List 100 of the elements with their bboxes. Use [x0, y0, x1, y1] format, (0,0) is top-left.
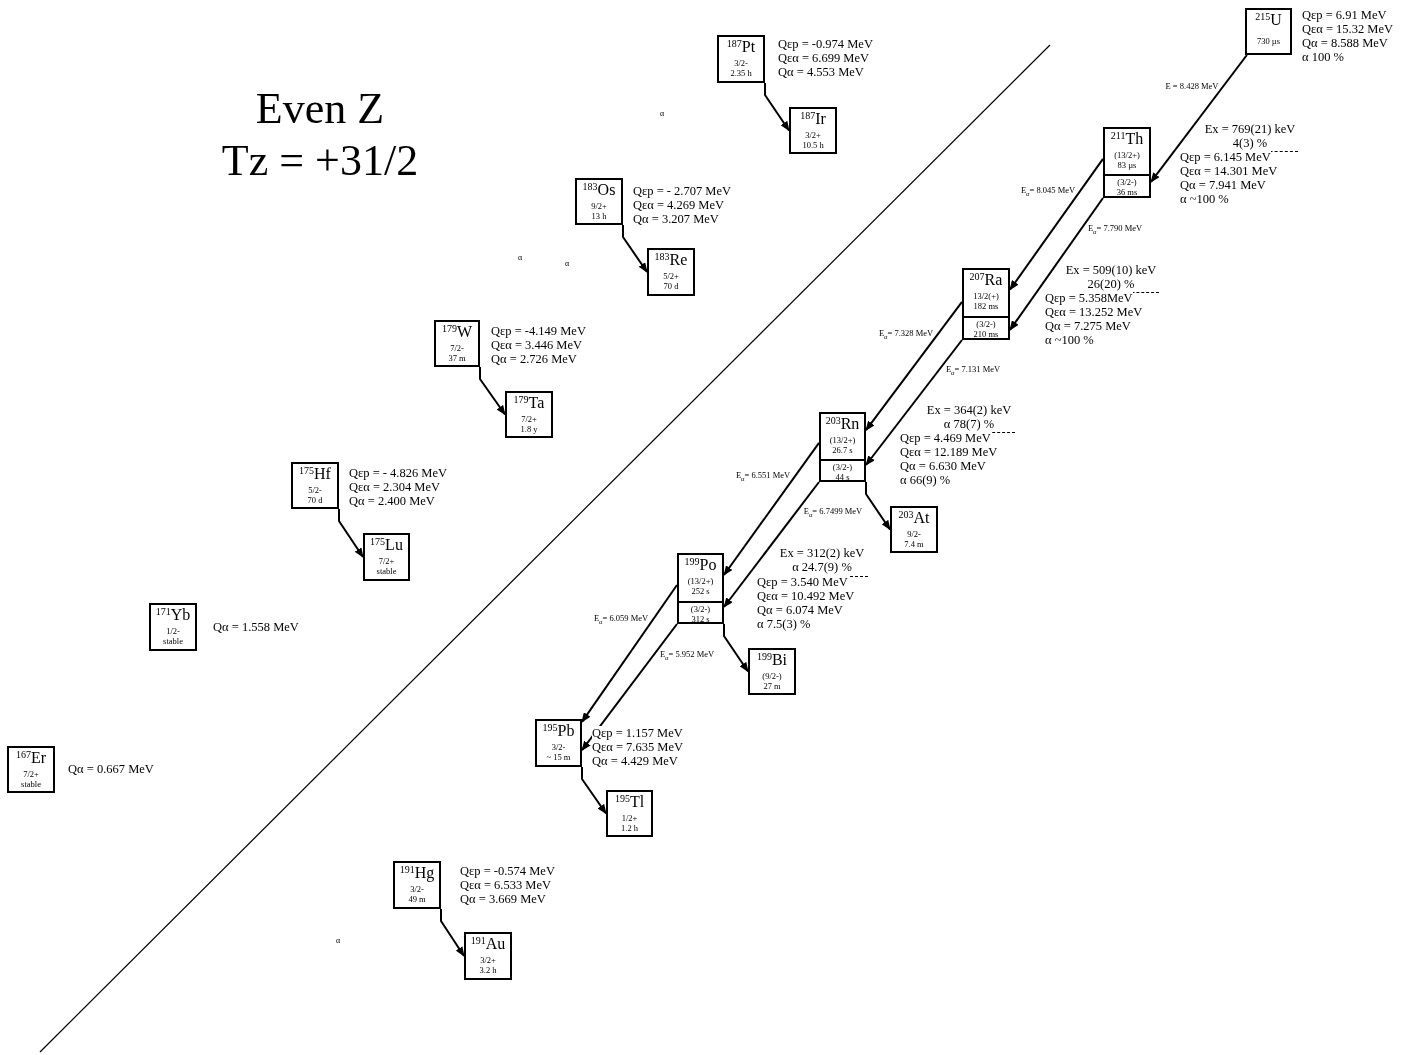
state-label: 49 m — [408, 894, 426, 904]
q-value-text: Qεα = 14.301 MeV — [1180, 164, 1278, 178]
q-value-text: Qα = 0.667 MeV — [68, 762, 154, 776]
state-label: 3/2+ — [805, 130, 821, 140]
state-label: 3/2- — [734, 58, 748, 68]
nuclide-box — [606, 790, 653, 837]
q-value-text: Qεp = 6.91 MeV — [1302, 8, 1387, 22]
state-label: 3/2- — [410, 884, 424, 894]
nuclide-label: $^{195}$Pb — [542, 722, 575, 739]
q-value-text: Qεp = 1.157 MeV — [592, 726, 683, 740]
state-label: stable — [376, 566, 397, 576]
edge-label: E$_{α}$= 6.7499 MeV — [803, 506, 863, 516]
nuclide-label: $^{167}$Er — [15, 749, 47, 766]
state-label: 9/2- — [907, 529, 921, 539]
state-label: 3/2+ — [480, 955, 496, 965]
q-value-text: Qα = 3.669 MeV — [460, 892, 546, 906]
q-value-text: Qεp = -0.974 MeV — [778, 37, 873, 51]
q-value-text: Qα = 6.630 MeV — [900, 459, 986, 473]
nuclide-label: $^{191}$Au — [470, 935, 506, 952]
alpha-mark: α — [659, 108, 665, 118]
decay-arrow — [622, 224, 648, 273]
q-value-text: Qεα = 6.533 MeV — [460, 878, 552, 892]
heading-text: Tz = +31/2 — [221, 134, 419, 186]
state-label: ~ 15 m — [546, 752, 571, 762]
edge-label: E$_{α}$= 5.952 MeV — [659, 649, 715, 659]
state-label: 44 s — [835, 472, 850, 482]
state-label: 2.35 h — [730, 68, 752, 78]
q-value-text: Qα = 8.588 MeV — [1302, 36, 1388, 50]
state-label: stable — [21, 779, 41, 789]
state-label: 7/2+ — [378, 556, 395, 566]
decay-arrow — [1009, 197, 1104, 331]
state-label: (13/2+) — [829, 435, 856, 445]
nuclide-box — [789, 107, 837, 154]
decay-data-text: α 78(7) % — [943, 417, 995, 431]
q-value-text: Qα = 7.941 MeV — [1180, 178, 1266, 192]
q-value-text: Qεα = 10.492 MeV — [757, 589, 855, 603]
nuclide-label: $^{203}$At — [898, 509, 930, 526]
nuclide-box — [291, 462, 339, 509]
state-label: 1/2- — [166, 626, 180, 636]
nuclide-label: $^{171}$Yb — [155, 606, 191, 623]
nuclide-label: $^{207}$Ra — [969, 271, 1003, 288]
edge-label: E$_{α}$= 7.790 MeV — [1087, 223, 1143, 233]
q-value-text: Qεα = 3.446 MeV — [491, 338, 583, 352]
decay-arrow — [338, 508, 364, 558]
state-label: (3/2-) — [976, 319, 996, 329]
state-label: 26.7 s — [832, 445, 853, 455]
state-label: (13/2+) — [687, 576, 714, 586]
nuclide-box — [7, 746, 55, 793]
decay-data-text: Ex = 769(21) keV — [1204, 122, 1296, 136]
q-value-text: Qεp = -0.574 MeV — [460, 864, 555, 878]
state-label: 10.5 h — [802, 140, 824, 150]
nuclide-box — [505, 391, 553, 438]
q-value-text: Qεp = - 2.707 MeV — [633, 184, 732, 198]
q-value-text: Qεp = 3.540 MeV — [757, 575, 848, 589]
nuclide-box — [962, 268, 1010, 340]
state-label: stable — [163, 636, 183, 646]
decay-arrow — [581, 623, 678, 752]
q-value-text: Qεα = 2.304 MeV — [349, 480, 441, 494]
isomer-state-box — [819, 459, 866, 482]
q-value-text: α ~100 % — [1045, 333, 1094, 347]
isomer-state-box — [962, 316, 1010, 340]
heading-text: Even Z — [255, 82, 385, 134]
state-label: 5/2- — [308, 485, 322, 495]
decay-data-text: α 24.7(9) % — [792, 560, 852, 574]
state-label: (9/2-) — [762, 671, 782, 681]
q-value-text: Qα = 6.074 MeV — [757, 603, 843, 617]
q-value-text: Qεp = 5.358MeV — [1045, 291, 1133, 305]
edge-label: E$_{α}$= 7.328 MeV — [878, 328, 934, 338]
q-value-text: Qεp = 4.469 MeV — [900, 431, 991, 445]
state-label: 1.8 y — [520, 424, 538, 434]
q-value-text: Qεα = 12.189 MeV — [900, 445, 998, 459]
state-label: 70 d — [663, 281, 679, 291]
nuclide-label: $^{211}$Th — [1110, 130, 1144, 147]
edge-label: E = 8.428 MeV — [1165, 81, 1219, 91]
isomer-state-box — [677, 601, 724, 624]
nuclide-box — [677, 553, 724, 624]
state-label: 1.2 h — [621, 823, 638, 833]
nuclide-box — [575, 178, 623, 225]
nuclide-label: $^{215}$U — [1255, 11, 1282, 28]
state-label: 1/2+ — [621, 813, 638, 823]
q-value-text: α ~100 % — [1180, 192, 1229, 206]
nuclide-label: $^{179}$Ta — [513, 394, 545, 411]
q-value-text: Qεp = 6.145 MeV — [1180, 150, 1271, 164]
nuclide-label: $^{187}$Ir — [800, 110, 826, 127]
edge-label: E$_{α}$= 6.551 MeV — [735, 470, 791, 480]
nuclide-label: $^{203}$Rn — [825, 415, 860, 432]
state-label: (13/2+) — [1114, 150, 1140, 160]
state-label: 9/2+ — [591, 201, 607, 211]
nuclide-box — [1245, 8, 1292, 55]
nuclide-box — [149, 603, 197, 651]
q-value-text: Qα = 4.553 MeV — [778, 65, 864, 79]
state-label: 37 m — [448, 353, 466, 363]
decay-arrow — [723, 441, 820, 576]
nuclide-label: $^{191}$Hg — [399, 864, 435, 881]
state-label: 7/2- — [450, 343, 464, 353]
decay-arrow — [581, 584, 678, 723]
q-value-text: Qα = 4.429 MeV — [592, 754, 678, 768]
nuclide-label: $^{195}$Tl — [614, 793, 645, 810]
alpha-mark: α — [517, 252, 523, 262]
nuclide-box — [393, 861, 441, 909]
